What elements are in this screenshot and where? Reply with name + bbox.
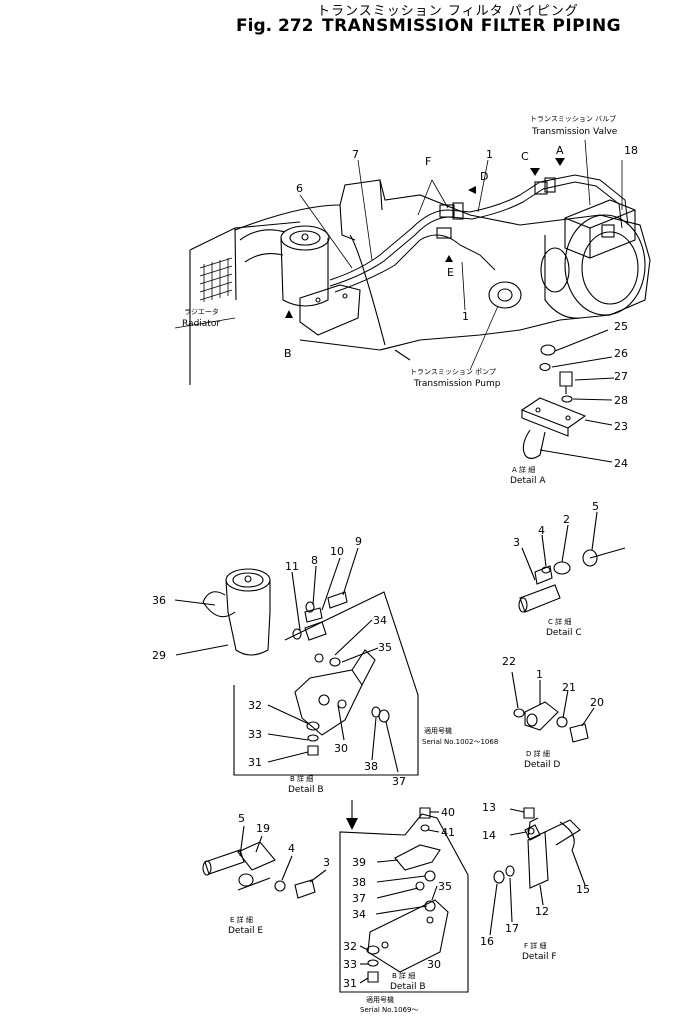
detail-b-drawing [174, 547, 419, 830]
main-leaders [174, 139, 623, 371]
figure-number: Fig. 272 [236, 16, 314, 36]
radiator-label: Radiator [182, 319, 220, 329]
view-arrows [285, 158, 565, 318]
part-number: 25 [614, 320, 628, 333]
main-assembly [189, 174, 651, 385]
part-number: 31 [343, 977, 357, 990]
serial-2-jp: 適用号機 [366, 995, 394, 1004]
detail-d-caption: Detail D [524, 760, 560, 770]
detail-a-jp-caption: A 詳 細 [512, 465, 535, 474]
part-number: 38 [364, 760, 378, 773]
part-number: 37 [392, 775, 406, 788]
part-number: 11 [285, 560, 299, 573]
part-number: 24 [614, 457, 628, 470]
detail-a-drawing [520, 329, 615, 463]
view-letter-f: F [425, 155, 431, 168]
detail-f-caption: Detail F [522, 952, 557, 962]
part-number: 30 [334, 742, 348, 755]
detail-f-jp-caption: F 詳 細 [524, 941, 546, 950]
detail-d-jp-caption: D 詳 細 [526, 749, 550, 758]
part-number: 9 [355, 535, 362, 548]
detail-e-jp-caption: E 詳 細 [230, 915, 253, 924]
part-number: 22 [502, 655, 516, 668]
trans-valve-label: Transmission Valve [531, 127, 618, 137]
view-letter-e: E [447, 266, 454, 279]
part-number: 16 [480, 935, 494, 948]
part-number: 18 [624, 144, 638, 157]
part-number: 20 [590, 696, 604, 709]
detail-d-drawing [511, 671, 595, 743]
detail-b2-caption: Detail B [390, 982, 426, 992]
part-number: 2 [563, 513, 570, 526]
part-number: 39 [352, 856, 366, 869]
part-number: 10 [330, 545, 344, 558]
detail-a-caption: Detail A [510, 476, 546, 486]
serial-2: Serial No.1069～ [360, 1006, 418, 1014]
part-number: 35 [378, 641, 392, 654]
part-number: 1 [462, 310, 469, 323]
part-number: 30 [427, 958, 441, 971]
part-number: 5 [238, 812, 245, 825]
part-number: 8 [311, 554, 318, 567]
part-number: 17 [505, 922, 519, 935]
part-number: 32 [248, 699, 262, 712]
part-number: 3 [323, 856, 330, 869]
part-number: 34 [352, 908, 366, 921]
japanese-title: トランスミッション フィルタ パイピング [317, 4, 579, 19]
part-number: 33 [248, 728, 262, 741]
trans-pump-jp-label: トランスミッション ポンプ [410, 368, 496, 376]
detail-b-jp-caption: B 詳 細 [290, 774, 313, 783]
part-number: 15 [576, 883, 590, 896]
part-number: 32 [343, 940, 357, 953]
view-letter-a: A [556, 144, 564, 157]
part-number: 34 [373, 614, 387, 627]
part-number: 3 [513, 536, 520, 549]
part-number: 13 [482, 801, 496, 814]
detail-e-caption: Detail E [228, 926, 263, 936]
view-letter-c: C [521, 150, 529, 163]
part-number: 27 [614, 370, 628, 383]
part-number: 1 [536, 668, 543, 681]
part-number: 4 [538, 524, 545, 537]
part-number: 41 [441, 826, 455, 839]
part-number: 1 [486, 148, 493, 161]
detail-c-drawing [518, 511, 626, 613]
detail-b2-drawing [339, 807, 469, 993]
part-number: 37 [352, 892, 366, 905]
part-number: 23 [614, 420, 628, 433]
detail-b2-jp-caption: B 詳 細 [392, 971, 415, 980]
part-number: 12 [535, 905, 549, 918]
part-number: 14 [482, 829, 496, 842]
part-number: 36 [152, 594, 166, 607]
view-letter-d: D [480, 170, 488, 183]
detail-c-caption: Detail C [546, 628, 582, 638]
part-number: 19 [256, 822, 270, 835]
serial-1-jp: 適用号機 [424, 726, 452, 735]
part-number: 6 [296, 182, 303, 195]
view-letter-b: B [284, 347, 292, 360]
part-number: 40 [441, 806, 455, 819]
detail-b-caption: Detail B [288, 785, 324, 795]
part-number: 38 [352, 876, 366, 889]
radiator-jp-label: ラジエータ [184, 307, 219, 316]
part-number: 5 [592, 500, 599, 513]
part-number: 31 [248, 756, 262, 769]
part-number: 21 [562, 681, 576, 694]
part-number: 4 [288, 842, 295, 855]
detail-e-drawing [202, 825, 327, 899]
detail-f-drawing [489, 807, 586, 936]
part-number: 29 [152, 649, 166, 662]
detail-c-jp-caption: C 詳 細 [548, 617, 571, 626]
serial-1: Serial No.1002～1068 [422, 738, 498, 746]
part-number: 26 [614, 347, 628, 360]
part-number: 7 [352, 148, 359, 161]
part-number: 33 [343, 958, 357, 971]
trans-valve-jp-label: トランスミッション バルブ [530, 114, 616, 123]
part-number: 28 [614, 394, 628, 407]
page-title: TRANSMISSION FILTER PIPING [322, 16, 622, 36]
part-number: 35 [438, 880, 452, 893]
header: トランスミッション フィルタ パイピング Fig. 272 TRANSMISSI… [0, 0, 687, 40]
trans-pump-label: Transmission Pump [413, 379, 501, 389]
